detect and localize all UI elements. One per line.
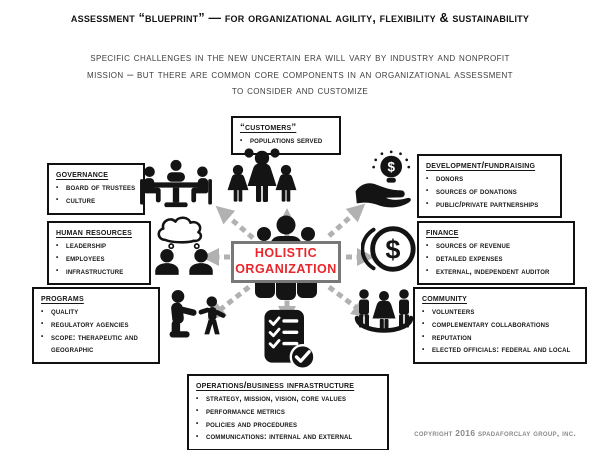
operations-list: Strategy, Mission, Vision, Core Values P… — [196, 393, 380, 444]
arrow-up-left — [215, 205, 255, 240]
women-group-icon — [227, 148, 297, 202]
list-item: Employees — [56, 253, 142, 266]
list-item: Communications: internal and external — [196, 431, 380, 444]
list-item: Board of Trustees — [56, 182, 136, 195]
list-item: Quality — [41, 306, 151, 319]
operations-title: Operations/Business Infrastructure — [196, 380, 355, 391]
community-box: Community Volunteers Complementary colla… — [413, 287, 587, 365]
list-item: Performance metrics — [196, 406, 380, 419]
list-item: Leadership — [56, 240, 142, 253]
people-circle-icon — [354, 289, 414, 333]
dollar-glyph: $ — [387, 160, 395, 175]
programs-box: Programs Quality Regulatory agencies Sco… — [32, 287, 160, 365]
list-item: Infrastructure — [56, 266, 142, 279]
hand-holding-dollar-idea-icon: $ — [355, 150, 411, 208]
dollar-glyph: $ — [385, 235, 400, 265]
human-resources-title: Human Resources — [56, 227, 133, 238]
finance-box: Finance Sources of revenue Detailed expe… — [417, 221, 575, 286]
arrow-down-left — [207, 285, 251, 320]
customers-box: “Customers” Populations served — [231, 116, 341, 155]
holistic-organization-node: HOLISTIC ORGANIZATION — [231, 241, 341, 283]
subtitle-line-2: mission – but there are common core comp… — [87, 68, 513, 81]
list-item: Complementary collaborations — [422, 319, 578, 332]
human-resources-list: Leadership Employees Infrastructure — [56, 240, 142, 278]
list-item: Elected officials: federal and local — [422, 344, 578, 357]
programs-title: Programs — [41, 293, 84, 304]
development-fundraising-list: Donors Sources of donations Public/priva… — [426, 173, 553, 211]
checklist-icon — [264, 309, 316, 370]
copyright-text: Copyright 2016 SpadaforClay Group, Inc. — [414, 428, 576, 438]
list-item: Volunteers — [422, 306, 578, 319]
governance-list: Board of Trustees Culture — [56, 182, 136, 208]
list-item: Public/private partnerships — [426, 199, 553, 212]
finance-title: Finance — [426, 227, 459, 238]
subtitle-line-3: to consider and customize — [231, 85, 369, 97]
discussion-thought-cloud-icon — [155, 216, 213, 275]
finance-list: Sources of revenue Detailed expenses Ext… — [426, 240, 566, 278]
governance-title: Governance — [56, 169, 109, 180]
subtitle-line-1: Specific challenges in the new uncertain… — [90, 52, 510, 64]
list-item: Culture — [56, 195, 136, 208]
page-title: Assessment “Blueprint” — For Organizatio… — [70, 11, 530, 25]
development-fundraising-box: Development/Fundraising Donors Sources o… — [417, 154, 562, 219]
governance-box: Governance Board of Trustees Culture — [47, 163, 145, 215]
page-subtitle: Specific challenges in the new uncertain… — [40, 50, 560, 100]
customers-list: Populations served — [240, 135, 332, 148]
meeting-table-icon — [140, 159, 212, 208]
dollar-coin-icon: $ — [361, 226, 416, 272]
list-item: Detailed expenses — [426, 253, 566, 266]
center-label-line2: ORGANIZATION — [235, 262, 337, 276]
list-item: Populations served — [240, 135, 332, 148]
arrow-down-right — [327, 285, 370, 318]
list-item: Strategy, Mission, Vision, Core Values — [196, 393, 380, 406]
development-fundraising-title: Development/Fundraising — [426, 160, 536, 171]
list-item: Regulatory agencies — [41, 319, 151, 332]
list-item: Donors — [426, 173, 553, 186]
center-label-line1: HOLISTIC — [254, 246, 318, 261]
list-item: Sources of donations — [426, 186, 553, 199]
operations-box: Operations/Business Infrastructure Strat… — [187, 374, 389, 450]
human-resources-box: Human Resources Leadership Employees Inf… — [47, 221, 151, 286]
list-item: Sources of revenue — [426, 240, 566, 253]
community-list: Volunteers Complementary collaborations … — [422, 306, 578, 357]
list-item: External, independent auditor — [426, 266, 566, 279]
programs-list: Quality Regulatory agencies Scope: thera… — [41, 306, 151, 357]
mentoring-kneeling-icon — [169, 290, 226, 338]
customers-title: “Customers” — [240, 122, 297, 133]
arrow-up-right — [327, 203, 366, 238]
community-title: Community — [422, 293, 467, 304]
list-item: Reputation — [422, 332, 578, 345]
list-item: Scope: therapeutic and geographic — [41, 332, 151, 358]
list-item: Policies and procedures — [196, 419, 380, 432]
